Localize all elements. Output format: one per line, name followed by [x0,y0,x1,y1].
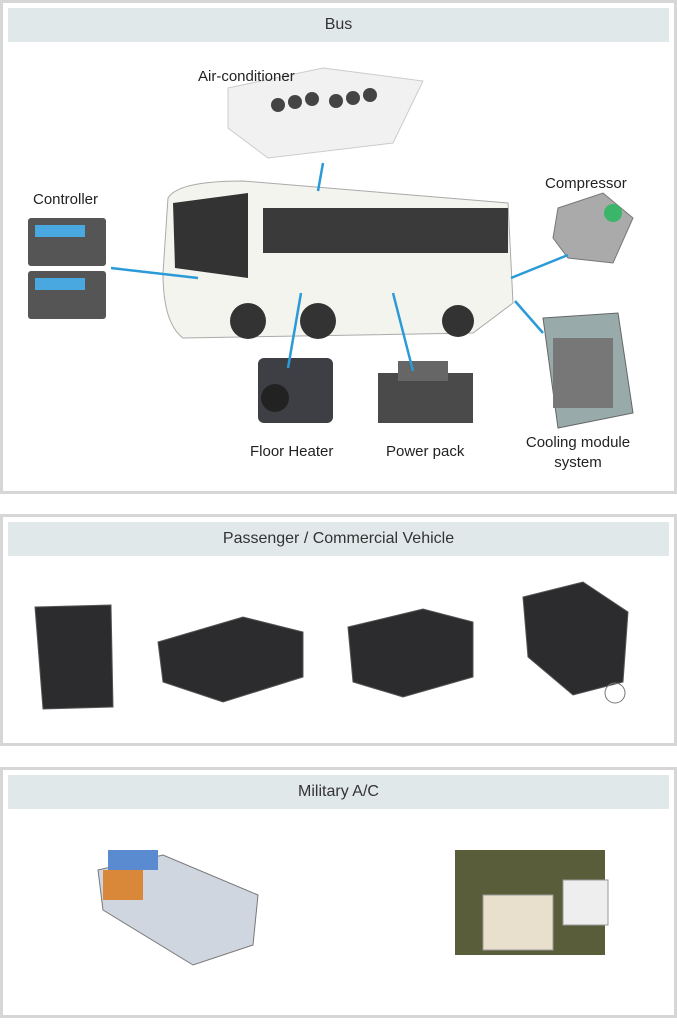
floor-heater-image [258,358,333,423]
controller-label: Controller [33,191,99,208]
section-header: Bus [8,8,669,42]
military-unit-1 [97,850,259,966]
bus-illustration [28,67,634,429]
military-section: Military A/C [0,767,677,1018]
bus-section: Bus [0,0,677,494]
cooling-module-label: Cooling module system [525,434,631,471]
leader-lines [110,162,569,372]
power-pack-image [378,361,473,423]
military-unit-2 [455,850,609,955]
controller-image [28,218,106,319]
hvac-unit-1 [34,604,114,710]
passenger-commercial-section: Passenger / Commercial Vehicle [0,514,677,746]
bus-image [162,180,514,339]
hvac-unit-4 [522,581,629,696]
power-pack-label: Power pack [386,443,465,460]
compressor-label: Compressor [545,175,627,192]
mercedes-logo-icon [604,682,626,704]
hvac-unit-2 [157,616,304,703]
air-conditioner-image [227,67,424,159]
cooling-module-image [542,312,634,429]
section-header: Military A/C [8,775,669,809]
floor-heater-label: Floor Heater [250,443,334,460]
military-units-illustration [97,850,609,966]
hvac-units-illustration [34,581,629,710]
air-conditioner-label: Air-conditioner [198,68,295,85]
compressor-image [552,192,634,264]
hvac-unit-3 [347,608,474,698]
section-header: Passenger / Commercial Vehicle [8,522,669,556]
